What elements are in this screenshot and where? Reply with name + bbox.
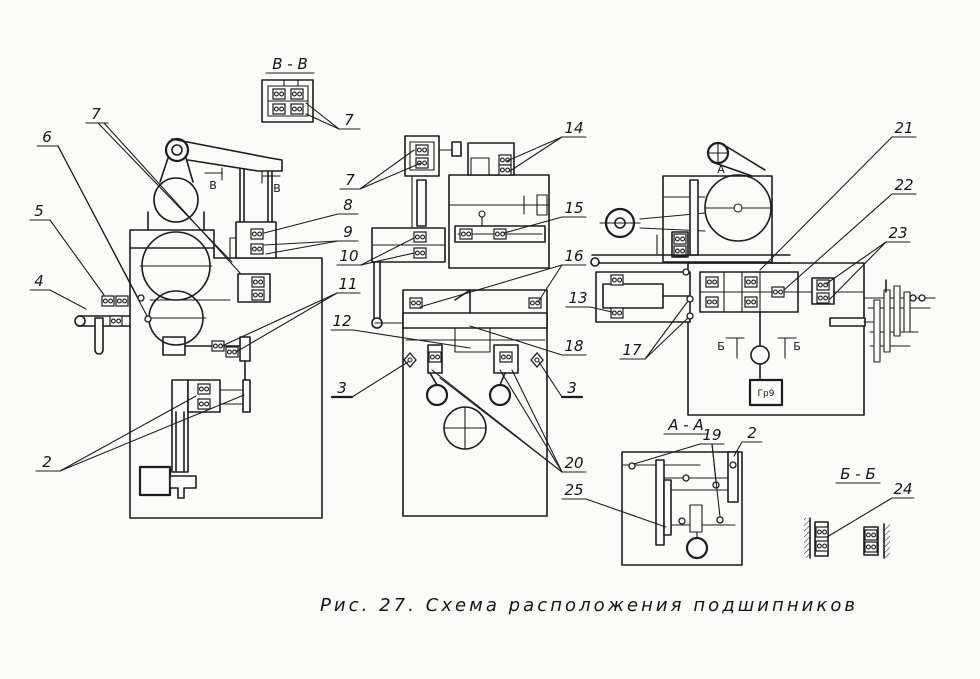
callout-24: 24	[893, 480, 912, 498]
cut-mark-v-right: В	[273, 182, 281, 195]
bearing	[682, 268, 690, 276]
cut-mark-b-left: Б	[717, 340, 725, 353]
callout-14: 14	[564, 119, 583, 137]
callout-21: 21	[894, 119, 913, 137]
section-v-v: В - В	[261, 55, 315, 123]
callout-5: 5	[34, 202, 44, 220]
callout-17: 17	[622, 341, 642, 359]
bearing	[415, 157, 429, 169]
bearing	[815, 540, 829, 552]
callout-6: 6	[42, 128, 52, 146]
bearing	[272, 103, 286, 115]
callout-19: 19	[702, 426, 721, 444]
motor	[138, 465, 172, 497]
bearing	[251, 276, 265, 288]
callout-16: 16	[564, 247, 583, 265]
callout-2-section: 2	[747, 424, 757, 442]
motor-label: Гр9	[758, 389, 775, 399]
callouts: 7 6 5 4 2 7 7 8 9	[29, 102, 917, 538]
bearing	[197, 398, 211, 410]
callout-7-top: 7	[91, 105, 101, 123]
bearing	[115, 295, 129, 307]
bearing	[816, 279, 830, 291]
callout-25: 25	[564, 481, 583, 499]
callout-3-right: 3	[567, 379, 577, 397]
bearing	[250, 228, 264, 240]
bearing	[415, 144, 429, 156]
bearing	[610, 274, 624, 286]
callout-20: 20	[564, 454, 583, 472]
machine-right: А	[590, 141, 936, 416]
bearing	[815, 526, 829, 538]
bearing	[673, 233, 687, 245]
motor	[748, 378, 784, 407]
figure-caption: Рис. 27. Схема расположения подшипников	[320, 595, 855, 616]
callout-23: 23	[888, 224, 907, 242]
gear-stack	[863, 279, 936, 363]
section-b-b: Б - Б	[804, 465, 890, 559]
section-b-b-label: Б - Б	[840, 465, 876, 483]
callout-8: 8	[343, 196, 353, 214]
bearing	[744, 276, 758, 288]
cut-mark-b-right: Б	[793, 340, 801, 353]
bearing	[705, 296, 719, 308]
bearing	[499, 351, 513, 363]
bearing	[109, 315, 123, 327]
bearing	[918, 294, 926, 302]
bearing	[610, 307, 624, 319]
callout-12: 12	[332, 312, 351, 330]
cut-mark-v-left: В	[209, 179, 217, 192]
bearing	[101, 295, 115, 307]
bearing	[498, 164, 512, 176]
callout-13: 13	[568, 289, 587, 307]
bearing	[290, 103, 304, 115]
bearing	[428, 351, 442, 363]
callout-10: 10	[339, 247, 358, 265]
bearing	[816, 292, 830, 304]
callout-9: 9	[343, 223, 353, 241]
handle	[94, 317, 104, 355]
callout-2-left: 2	[42, 453, 52, 471]
section-a-a-label: А - А	[667, 416, 703, 434]
callout-18: 18	[564, 337, 583, 355]
bearing	[144, 315, 152, 323]
bearing	[682, 474, 690, 482]
section-a-a: А - А	[621, 416, 743, 566]
bearing	[251, 289, 265, 301]
callout-3-left: 3	[337, 379, 347, 397]
bearing	[864, 541, 878, 553]
bearing	[197, 383, 211, 395]
bearing	[716, 516, 724, 524]
bearing	[744, 296, 758, 308]
cut-mark-a-top: А	[717, 163, 725, 176]
callout-11: 11	[338, 275, 357, 293]
callout-15: 15	[564, 199, 583, 217]
bearing	[413, 231, 427, 243]
bearing	[771, 286, 785, 298]
bearing	[729, 461, 737, 469]
bearing	[413, 247, 427, 259]
bearing	[459, 228, 473, 240]
machine-middle	[371, 135, 550, 517]
bearing	[909, 294, 917, 302]
bearing	[272, 88, 286, 100]
bearing	[705, 276, 719, 288]
callout-7-section: 7	[344, 111, 354, 129]
bearing	[493, 228, 507, 240]
bearing-diamond	[403, 352, 417, 368]
bearing	[678, 517, 686, 525]
callout-7-middle: 7	[345, 171, 355, 189]
bearing	[290, 88, 304, 100]
machine-left: В В	[74, 137, 323, 519]
section-v-v-label: В - В	[272, 55, 308, 73]
pulley	[164, 137, 190, 163]
bearing	[864, 529, 878, 541]
callout-22: 22	[894, 176, 913, 194]
callout-4: 4	[34, 272, 44, 290]
bearing	[250, 243, 264, 255]
